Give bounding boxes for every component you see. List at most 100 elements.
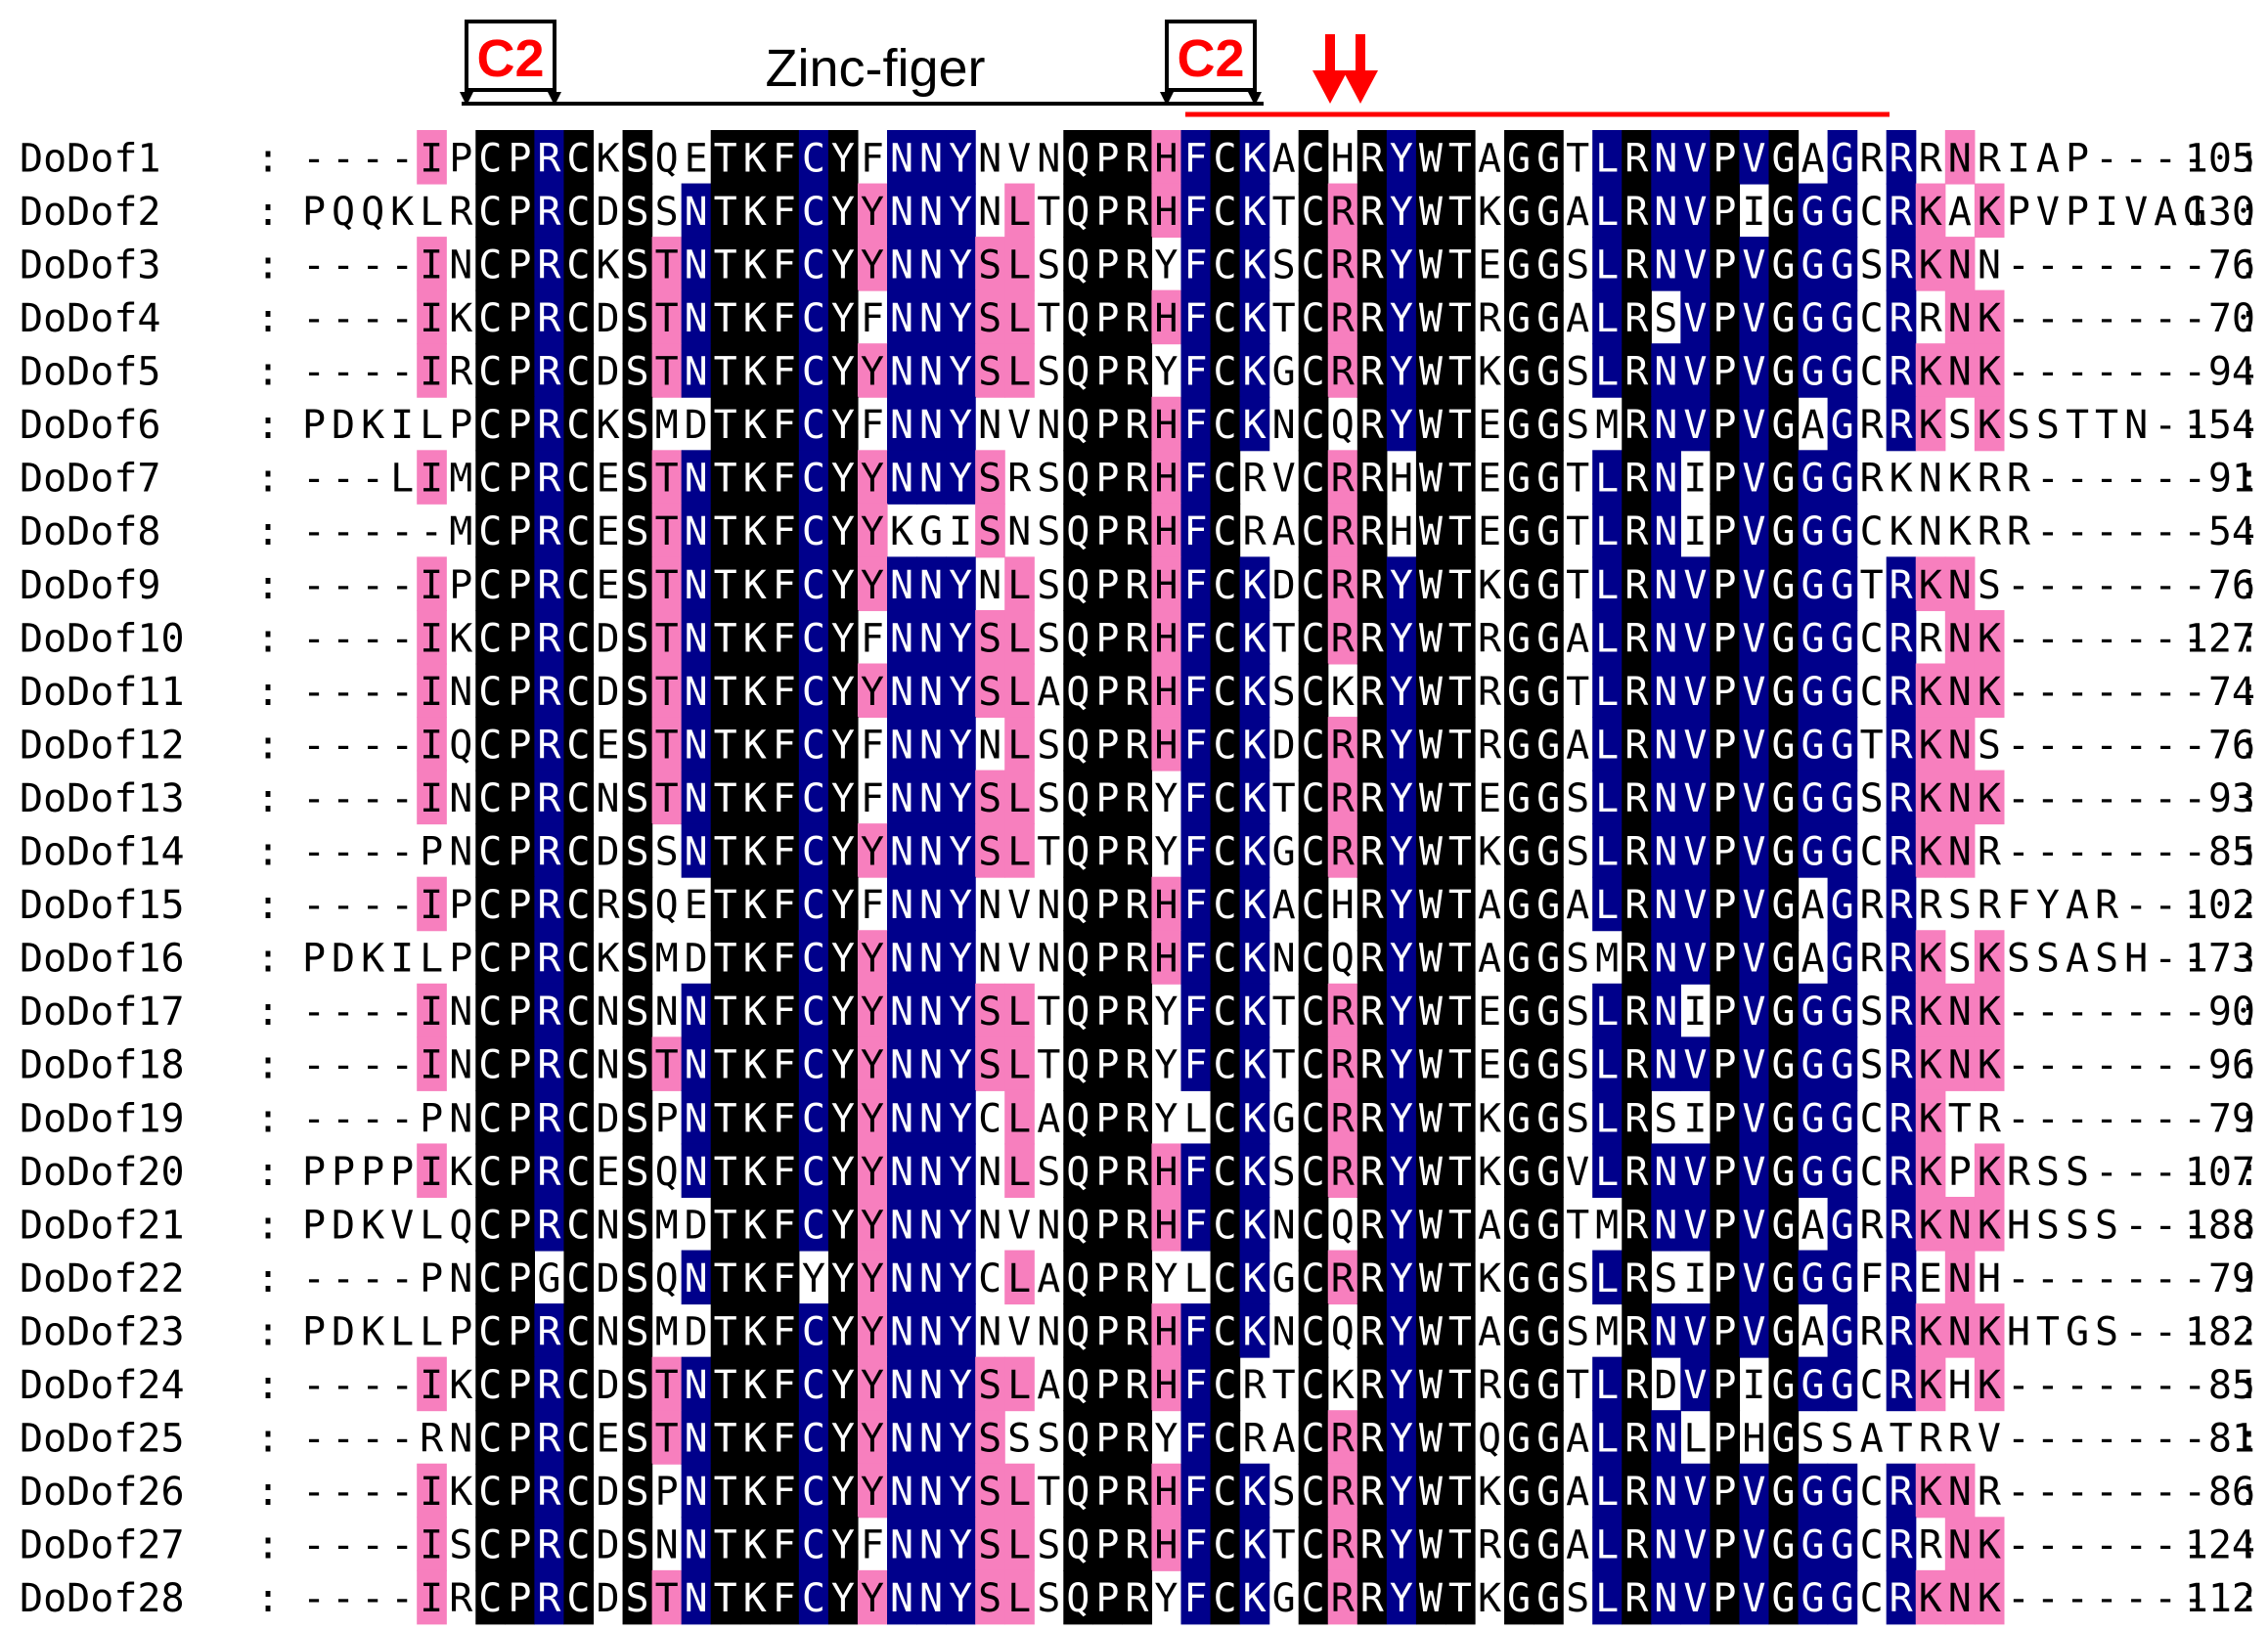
residue: R	[1890, 990, 1914, 1035]
residue: C	[1860, 616, 1884, 661]
residue: S	[978, 242, 1001, 287]
residue: N	[1948, 1043, 1972, 1088]
residue-highlight	[1768, 343, 1800, 398]
residue: N	[1948, 990, 1972, 1035]
residue: -	[2183, 990, 2206, 1035]
residue: N	[1654, 457, 1677, 502]
residue: K	[1978, 1309, 2001, 1354]
residue: K	[361, 937, 384, 982]
residue: -	[2154, 1523, 2177, 1568]
residue-highlight	[1504, 289, 1534, 345]
residue: C	[566, 242, 590, 287]
residue: R	[537, 1309, 561, 1354]
residue: P	[1095, 1363, 1119, 1408]
residue: P	[508, 1043, 531, 1088]
residue-count: 70	[2208, 296, 2255, 341]
residue: -	[2183, 457, 2206, 502]
residue: L	[1595, 1256, 1619, 1301]
residue: C	[1860, 1363, 1884, 1408]
residue: W	[1419, 509, 1444, 554]
residue-highlight	[739, 503, 771, 558]
residue-highlight	[1298, 503, 1329, 558]
residue: Y	[861, 1309, 884, 1354]
residue-count: 79	[2208, 1096, 2255, 1141]
residue-highlight	[769, 237, 800, 291]
residue: -	[2154, 403, 2177, 448]
residue: S	[978, 457, 1001, 502]
residue: R	[1360, 457, 1385, 502]
residue: -	[2154, 723, 2177, 768]
sequence-name: DoDof23	[20, 1309, 185, 1354]
residue-highlight	[1739, 396, 1770, 452]
residue-highlight	[1063, 450, 1093, 505]
residue: Q	[1331, 1203, 1355, 1248]
residue-highlight	[475, 183, 506, 239]
residue-highlight	[1651, 450, 1681, 505]
residue: T	[714, 457, 737, 502]
residue: C	[478, 1523, 502, 1568]
residue: -	[2036, 830, 2060, 875]
residue-highlight	[1798, 450, 1829, 505]
residue: Y	[1154, 350, 1178, 395]
residue: C	[478, 937, 502, 982]
residue: R	[1624, 190, 1649, 235]
residue: P	[1712, 776, 1736, 821]
residue: T	[714, 670, 737, 715]
residue: K	[1331, 670, 1355, 715]
residue: R	[1360, 937, 1385, 982]
residue: A	[1037, 670, 1060, 715]
residue: -	[390, 1096, 414, 1141]
residue: R	[1360, 670, 1385, 715]
residue: -	[361, 509, 384, 554]
residue-highlight	[1534, 343, 1564, 398]
residue: Y	[1390, 242, 1413, 287]
residue: R	[1243, 509, 1267, 554]
residue-highlight	[1298, 450, 1329, 505]
residue: -	[2095, 1256, 2118, 1301]
residue: W	[1419, 1096, 1444, 1141]
residue: C	[1214, 563, 1237, 608]
residue: A	[1801, 403, 1825, 448]
residue: N	[449, 1096, 472, 1141]
residue: T	[714, 1150, 737, 1195]
residue: -	[2124, 1417, 2148, 1462]
residue-highlight	[475, 237, 506, 291]
residue: G	[1507, 296, 1531, 341]
residue: Y	[861, 1256, 884, 1301]
residue: G	[1801, 616, 1825, 661]
residue-highlight	[1710, 396, 1741, 452]
residue: P	[1712, 296, 1736, 341]
residue: N	[596, 776, 619, 821]
residue: K	[743, 990, 767, 1035]
residue: E	[596, 1417, 619, 1462]
residue: F	[773, 190, 796, 235]
residue: F	[773, 937, 796, 982]
residue-highlight	[1886, 183, 1917, 239]
residue: H	[1948, 1363, 1972, 1408]
residue: I	[390, 937, 414, 982]
residue: N	[919, 1096, 943, 1141]
residue-highlight	[563, 450, 595, 505]
residue: -	[2124, 136, 2148, 181]
residue: G	[1507, 242, 1531, 287]
residue: -	[2036, 350, 2060, 395]
residue-highlight	[1210, 396, 1241, 452]
residue: -	[2095, 1523, 2118, 1568]
residue: L	[1007, 1043, 1031, 1088]
residue: S	[978, 509, 1001, 554]
residue: C	[1302, 242, 1325, 287]
residue: Q	[1066, 350, 1090, 395]
residue: N	[685, 990, 708, 1035]
residue: K	[1919, 830, 1942, 875]
residue: -	[2154, 937, 2177, 982]
residue: -	[302, 990, 326, 1035]
residue: H	[1331, 883, 1355, 928]
residue: R	[1125, 1203, 1149, 1248]
residue: Y	[1154, 1043, 1178, 1088]
residue: -	[332, 883, 355, 928]
residue: V	[1742, 1523, 1765, 1568]
residue-highlight	[827, 130, 859, 185]
residue: Q	[1066, 403, 1090, 448]
